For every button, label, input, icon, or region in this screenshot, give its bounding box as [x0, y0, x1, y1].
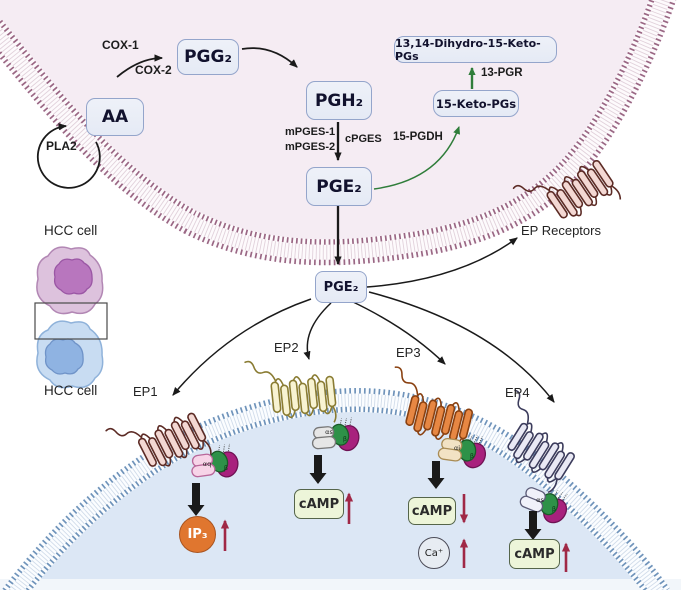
aa-box: AA	[86, 98, 144, 136]
ep3-label: EP3	[396, 345, 421, 360]
degradation-arrows	[373, 67, 476, 190]
ep4-alpha-subunit-label: αs	[536, 496, 544, 504]
dihydro-keto-pgs-box: 13,14-Dihydro-15-Keto-PGs	[394, 36, 557, 63]
ep4-signal-arrow	[524, 511, 542, 540]
ep2-beta-subunit-label: β	[343, 435, 347, 443]
ep1-alpha-subunit-label: αq	[203, 460, 211, 468]
pge2-to-ep-receptors-arrow	[366, 237, 518, 288]
cox2-label: COX-2	[135, 63, 172, 77]
camp-ep4-box: cAMP	[509, 539, 560, 569]
level-change-arrows	[220, 492, 571, 572]
ep2-alpha-subunit-label: αs	[325, 428, 333, 436]
camp-ep3-box: cAMP	[408, 497, 456, 525]
ep-receptors-label: EP Receptors	[521, 223, 601, 238]
top-cell-membrane	[0, 0, 677, 266]
bottom-margin-strip	[0, 579, 681, 590]
pathway-arrows	[36, 47, 555, 403]
hcc-cell-icons	[34, 246, 108, 389]
ep1-signal-arrow	[187, 483, 205, 516]
hcc-cell-bottom-label: HCC cell	[44, 383, 98, 398]
cox1-label: COX-1	[102, 38, 139, 52]
ep4-label: EP4	[505, 385, 530, 400]
pla2-label: PLA2	[46, 139, 77, 153]
pge2-to-ep3-arrow	[350, 300, 446, 365]
ep2-label: EP2	[274, 340, 299, 355]
ep4-beta-subunit-label: β	[552, 505, 556, 513]
hcc-cell-top-label: HCC cell	[44, 223, 98, 238]
top-cell	[0, 0, 677, 266]
bottom-cell-membrane	[2, 387, 670, 590]
cox-arrow	[116, 54, 164, 78]
pge2-to-ep2-arrow	[303, 302, 332, 361]
pge2-to-ep1-arrow	[172, 298, 312, 396]
ep3-alpha-subunit-label: αi	[454, 444, 460, 452]
pgdh-arrow	[373, 126, 461, 190]
hcc-cell-purple-nucleus	[53, 258, 93, 295]
cell-junction-rectangle	[34, 302, 108, 340]
ep1-label: EP1	[133, 384, 158, 399]
signal-arrows	[187, 455, 542, 540]
pge2-inner-box: PGE₂	[306, 167, 372, 206]
pla2-cycle-arrow	[36, 123, 101, 189]
pgdh15-label: 15-PGDH	[393, 131, 443, 143]
pgg2-to-pgh2-arrow	[241, 47, 298, 68]
camp-ep2-box: cAMP	[294, 489, 344, 519]
ep1-beta-subunit-label: β	[224, 464, 228, 472]
cpges-label: cPGES	[345, 133, 382, 145]
pge2-outer-box: PGE₂	[315, 271, 367, 303]
pge2-to-ep4-arrow	[368, 291, 555, 403]
ep3-beta-subunit-label: β	[470, 452, 474, 460]
mpges2-label: mPGES-2	[285, 141, 336, 153]
hcc-cell-blue-nucleus	[44, 338, 84, 375]
keto-pgs-box: 15-Keto-PGs	[433, 90, 519, 117]
ip3-badge: IP₃	[179, 516, 216, 553]
ep3-signal-arrow	[427, 461, 445, 489]
ca-badge: Ca⁺	[418, 537, 450, 569]
pgh2-box: PGH₂	[306, 81, 372, 120]
pgr13-label: 13-PGR	[481, 67, 523, 79]
pgg2-box: PGG₂	[177, 39, 239, 75]
mpges1-label: mPGES-1	[285, 126, 336, 138]
ep2-signal-arrow	[309, 455, 327, 484]
